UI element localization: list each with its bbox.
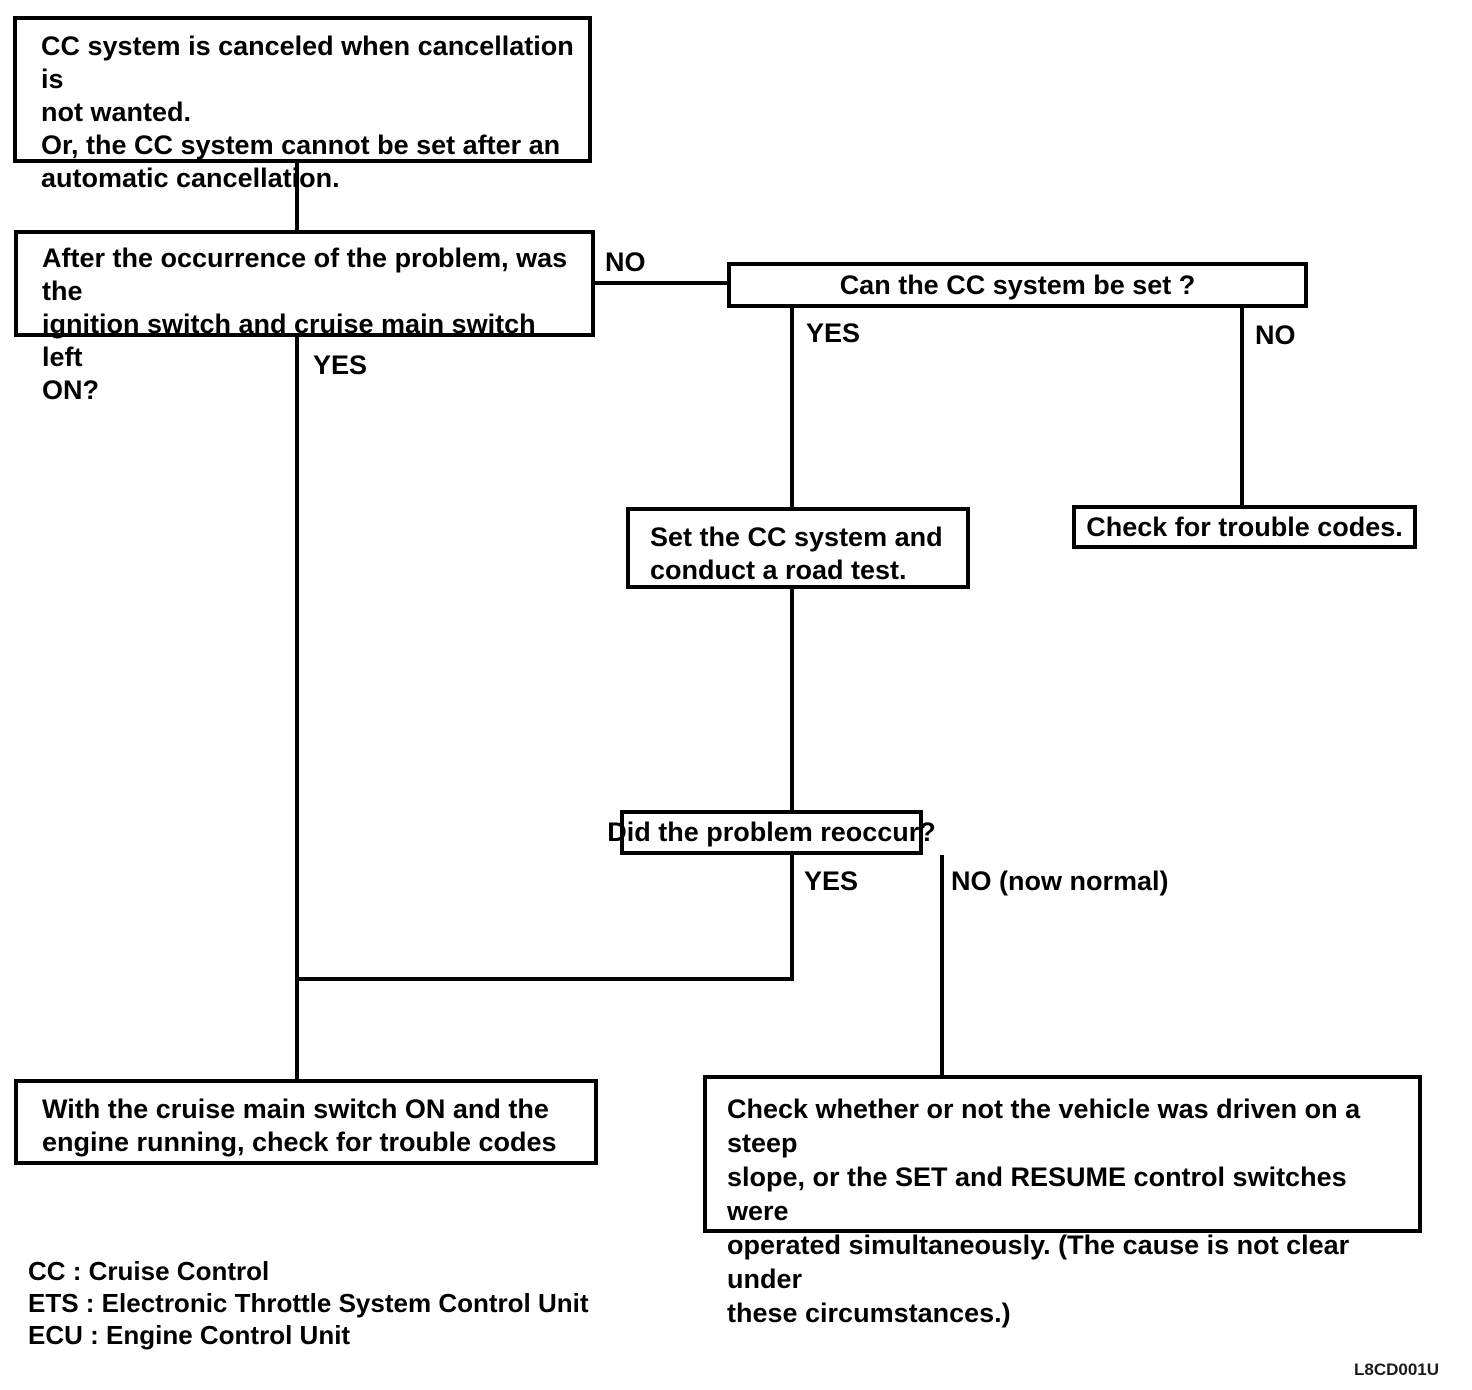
node-reoccur-question: Did the problem reoccur? [607,810,936,855]
connector-ignition-yes-down [295,337,299,1079]
legend-ets: ETS : Electronic Throttle System Control… [28,1288,589,1318]
connector-roadtest-to-reoccur [790,589,794,810]
node-road-test: Set the CC system and conduct a road tes… [626,507,970,589]
connector-reoccur-yes-left [295,977,794,981]
node-trouble-codes: Check for trouble codes. [1072,505,1417,549]
figure-code: L8CD001U [1354,1360,1440,1379]
legend-cc: CC : Cruise Control [28,1256,270,1286]
label-ignition-no: NO [605,247,646,277]
label-ignition-yes: YES [313,350,368,380]
label-can-set-yes: YES [806,318,861,348]
node-ignition-question: After the occurrence of the problem, was… [14,230,595,405]
label-reoccur-yes: YES [804,866,859,896]
connector-symptom-to-ignition [295,163,299,230]
label-reoccur-no: NO (now normal) [951,866,1169,896]
node-main-switch-check: With the cruise main switch ON and the e… [14,1079,598,1165]
connector-canset-no-down [1240,308,1244,505]
connector-reoccur-no-down [940,855,944,1075]
label-can-set-no: NO [1255,320,1296,350]
connector-ignition-no-right [595,281,727,285]
node-can-set-question: Can the CC system be set ? [727,262,1308,308]
connector-canset-yes-down [790,308,794,507]
node-symptom: CC system is canceled when cancellation … [13,16,592,193]
legend-ecu: ECU : Engine Control Unit [28,1320,351,1350]
node-steep-slope-check: Check whether or not the vehicle was dri… [703,1075,1422,1328]
connector-reoccur-yes-down [790,855,794,981]
